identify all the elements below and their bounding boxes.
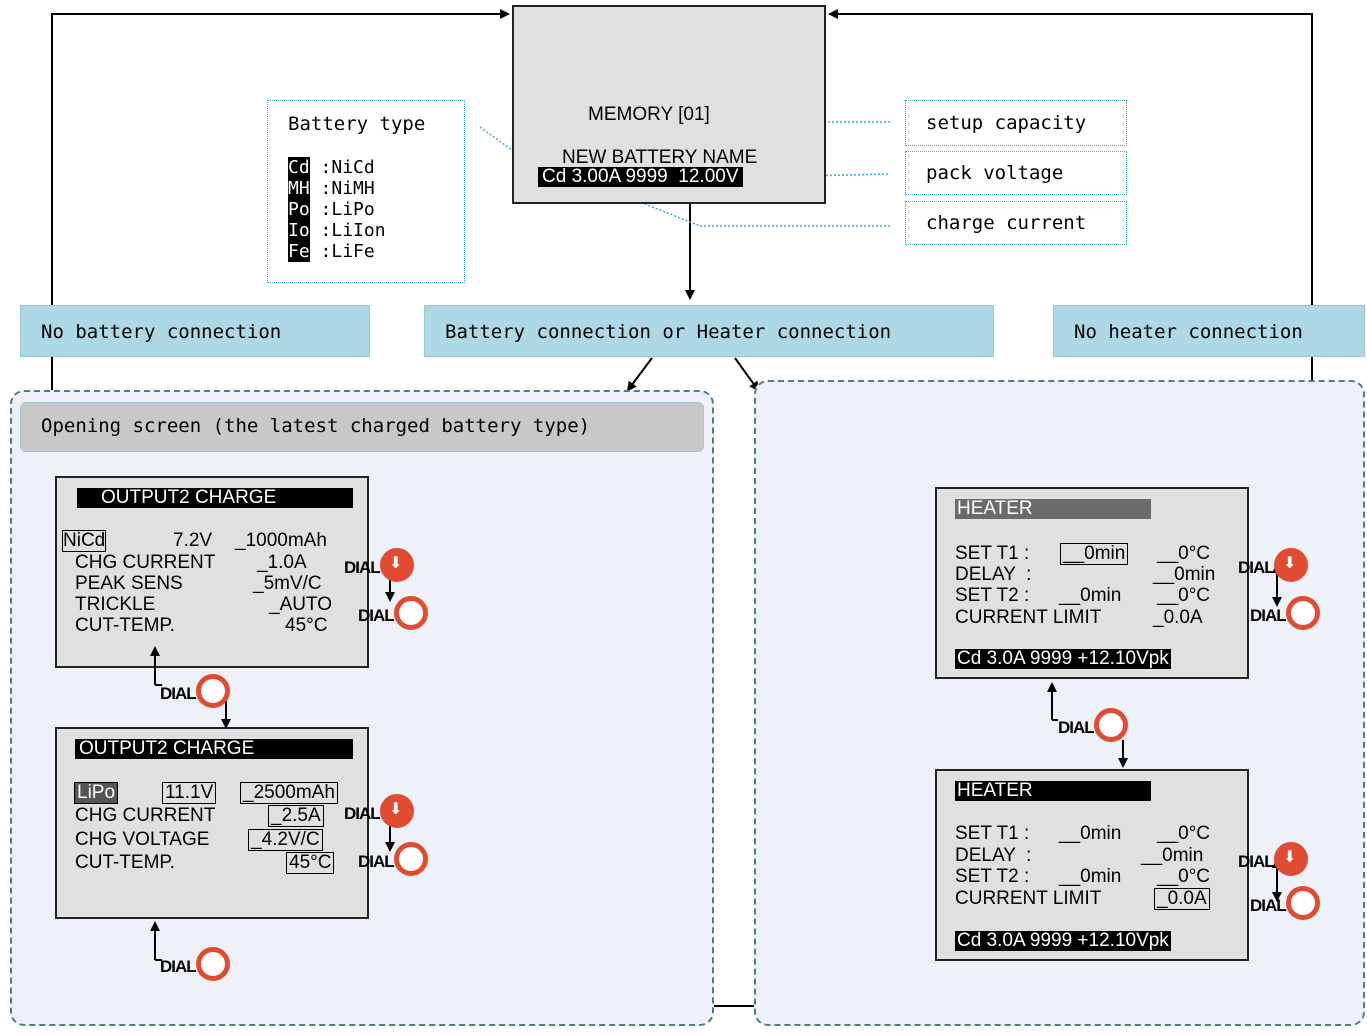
voltage-value: 11.1V <box>161 782 217 804</box>
battery-type-list: Cd :NiCd MH :NiMH Po :LiPo Io :LiIon Fe … <box>288 157 386 262</box>
current-limit-label: CURRENT LIMIT <box>955 888 1102 909</box>
dial-knob-icon <box>394 842 428 876</box>
row-label: CHG CURRENT <box>75 805 216 826</box>
label-battery-or-heater-connection: Battery connection or Heater connection <box>424 305 994 357</box>
row-value: _5mV/C <box>253 573 322 594</box>
charge-screen-title: OUTPUT2 CHARGE <box>75 739 353 759</box>
charge-screen-lipo: OUTPUT2 CHARGE LiPo 11.1V _2500mAh CHG C… <box>55 727 369 919</box>
current-limit-label: CURRENT LIMIT <box>955 607 1102 628</box>
row-value: _1.0A <box>257 552 307 573</box>
dial-knob-icon: ⬇ <box>380 548 414 582</box>
heater-title: HEATER <box>955 781 1151 801</box>
current-limit-value: _0.0A <box>1154 888 1210 910</box>
callout-setup-capacity: setup capacity <box>905 100 1127 146</box>
dial-knob-icon: ⬇ <box>380 794 414 828</box>
row-value: _2.5A <box>268 805 324 827</box>
set-t2-temp: __0°C <box>1157 866 1211 887</box>
set-t1-label: SET T1 : <box>955 543 1030 564</box>
connector-right-loop <box>828 9 1313 390</box>
battery-type-item: Fe :LiFe <box>288 241 375 262</box>
callout-charge-current: charge current <box>905 201 1127 245</box>
dial-knob-icon <box>1094 708 1128 742</box>
capacity-value: _2500mAh <box>240 782 338 804</box>
memory-battery-name: NEW BATTERY NAME <box>562 147 758 168</box>
battery-type-item: Io :LiIon <box>288 220 386 241</box>
row-value: _AUTO <box>269 594 333 615</box>
current-limit-value: _0.0A <box>1153 607 1203 628</box>
set-t2-time: __0min <box>1059 585 1122 606</box>
row-value: 45°C <box>285 615 328 636</box>
delay-value: __0min <box>1141 845 1204 866</box>
row-value: 45°C <box>285 852 335 874</box>
connector-to-heater <box>734 357 760 392</box>
row-value: _4.2V/C <box>248 829 323 851</box>
set-t1-temp: __0°C <box>1157 823 1211 844</box>
connector-to-opening <box>626 357 653 392</box>
set-t1-time: __0min <box>1059 543 1129 565</box>
set-t1-temp: __0°C <box>1157 543 1211 564</box>
connector-left-loop <box>51 9 510 390</box>
heater-screen-1: HEATER SET T1 : __0min __0°C DELAY : __0… <box>935 487 1249 679</box>
dial-knob-icon <box>196 947 230 981</box>
set-t1-time: __0min <box>1059 823 1122 844</box>
voltage-value: 7.2V <box>173 530 213 551</box>
battery-type-legend: Battery type Cd :NiCd MH :NiMH Po :LiPo … <box>267 100 465 283</box>
set-t1-label: SET T1 : <box>955 823 1030 844</box>
row-label: CHG CURRENT <box>75 552 216 573</box>
memory-summary: Cd 3.00A 9999 12.00V <box>538 167 743 187</box>
memory-screen: MEMORY [01] NEW BATTERY NAME Cd 3.00A 99… <box>512 5 826 204</box>
callout-pack-voltage: pack voltage <box>905 151 1127 195</box>
row-label: PEAK SENS <box>75 573 183 594</box>
dial-knob-icon <box>1286 886 1320 920</box>
heater-title: HEATER <box>955 499 1151 519</box>
opening-screen-label: Opening screen (the latest charged batte… <box>20 402 704 452</box>
row-label: TRICKLE <box>75 594 156 615</box>
label-no-heater-connection: No heater connection <box>1053 305 1365 357</box>
heater-status-bar: Cd 3.0A 9999 +12.10Vpk <box>955 930 1171 951</box>
battery-type-item: MH :NiMH <box>288 178 375 199</box>
delay-label: DELAY : <box>955 564 1032 585</box>
battery-type-field: NiCd <box>61 530 107 552</box>
battery-type-field: LiPo <box>73 782 119 804</box>
set-t2-temp: __0°C <box>1157 585 1211 606</box>
dial-knob-icon: ⬇ <box>1274 548 1308 582</box>
dial-knob-icon <box>196 674 230 708</box>
set-t2-time: __0min <box>1059 866 1122 887</box>
delay-value: __0min <box>1153 564 1216 585</box>
row-label: CUT-TEMP. <box>75 852 175 873</box>
battery-type-item: Po :LiPo <box>288 199 375 220</box>
dial-knob-icon <box>1286 596 1320 630</box>
dial-knob-icon <box>394 596 428 630</box>
row-label: CUT-TEMP. <box>75 615 175 636</box>
row-label: CHG VOLTAGE <box>75 829 210 850</box>
capacity-value: _1000mAh <box>235 530 327 551</box>
battery-type-title: Battery type <box>288 113 426 135</box>
label-no-battery-connection: No battery connection <box>20 305 370 357</box>
dial-knob-icon: ⬇ <box>1274 842 1308 876</box>
set-t2-label: SET T2 : <box>955 585 1030 606</box>
charge-screen-title: OUTPUT2 CHARGE <box>77 488 353 508</box>
battery-type-item: Cd :NiCd <box>288 157 375 178</box>
memory-title: MEMORY [01] <box>588 104 710 125</box>
heater-screen-2: HEATER SET T1 : __0min __0°C DELAY : __0… <box>935 769 1249 961</box>
delay-label: DELAY : <box>955 845 1032 866</box>
heater-status-bar: Cd 3.0A 9999 +12.10Vpk <box>955 648 1171 669</box>
charge-screen-nicd: OUTPUT2 CHARGE NiCd 7.2V _1000mAh CHG CU… <box>55 476 369 668</box>
set-t2-label: SET T2 : <box>955 866 1030 887</box>
